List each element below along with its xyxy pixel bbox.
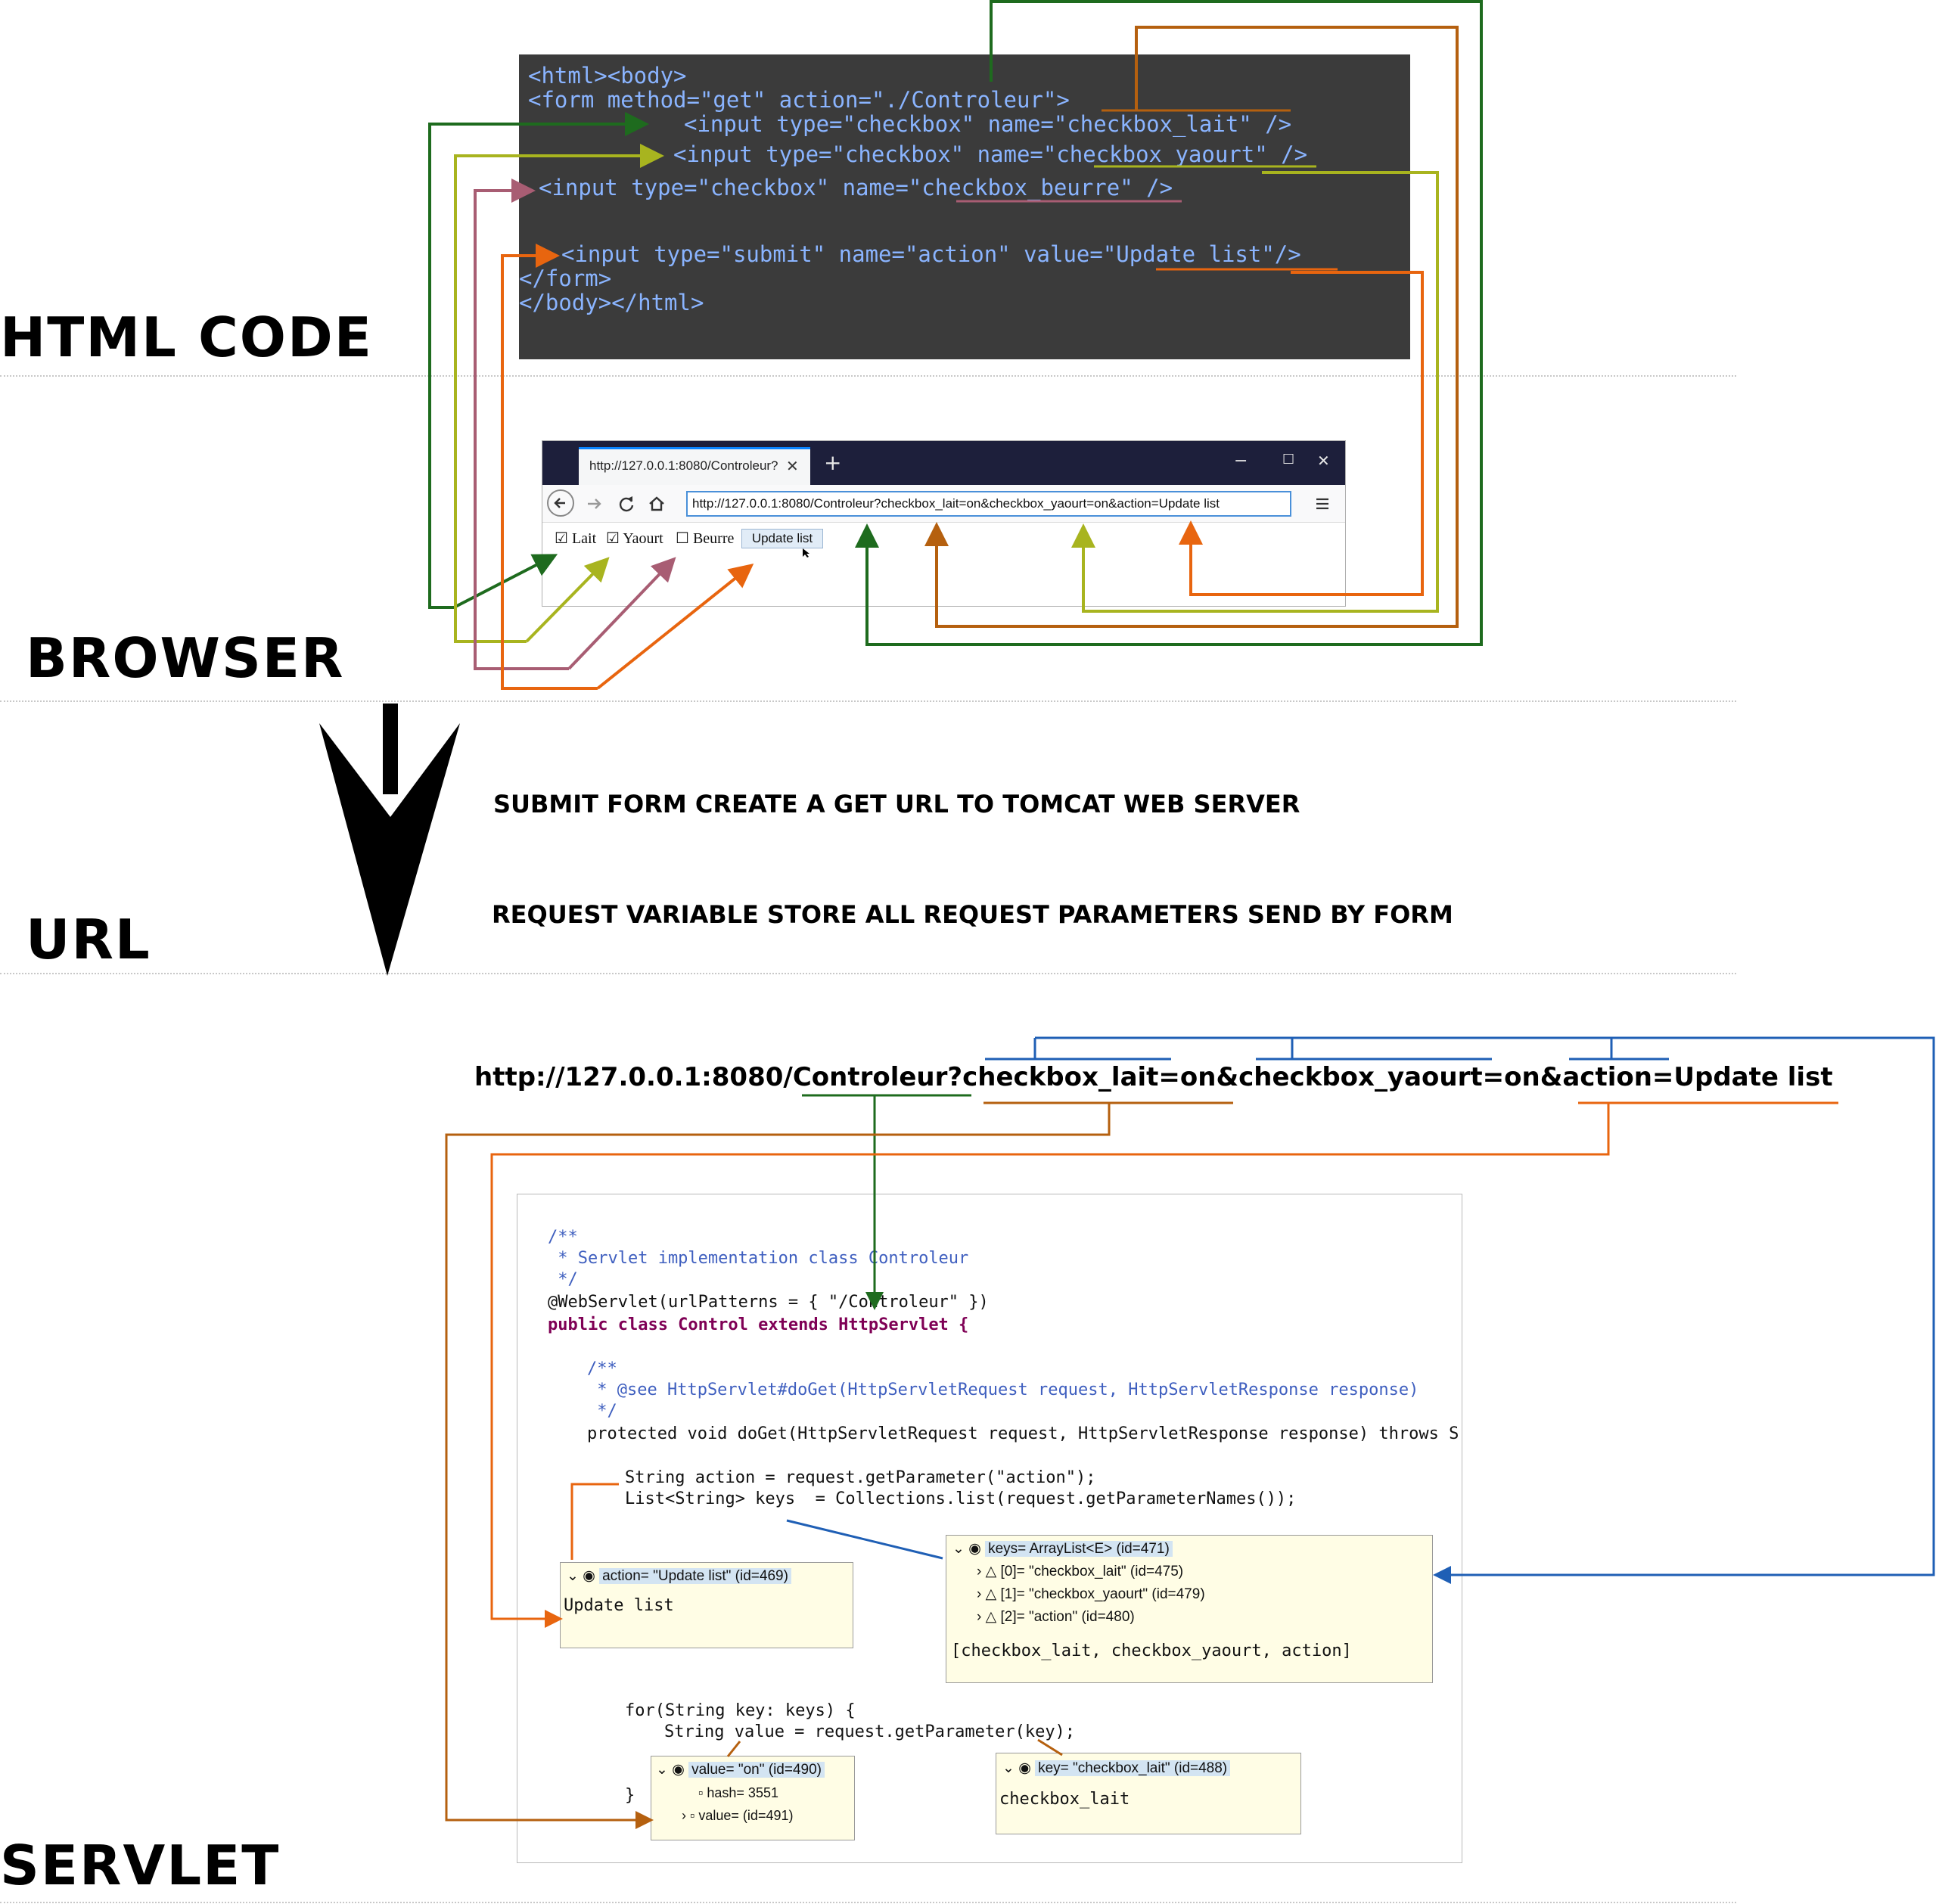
browser-titlebar: http://127.0.0.1:8080/Controleur? ✕ + − …: [542, 441, 1345, 485]
checkbox-yaourt-label: Yaourt: [623, 530, 663, 547]
debug-action-value: Update list: [564, 1596, 674, 1615]
code-line-1: <html><body>: [528, 63, 687, 89]
browser-toolbar: http://127.0.0.1:8080/Controleur?checkbo…: [542, 485, 1345, 523]
debug-value-head: ⌄ ◉ value= "on" (id=490): [656, 1761, 825, 1778]
section-label-html-code: HTML CODE: [0, 306, 373, 369]
divider: [0, 973, 1736, 974]
update-list-button[interactable]: Update list: [741, 529, 823, 548]
debug-keys-item: › △ [1]= "checkbox_yaourt" (id=479): [977, 1586, 1205, 1602]
servlet-line-13: String value = request.getParameter(key)…: [664, 1722, 1076, 1741]
code-line-2: <form method="get" action="./Controleur"…: [528, 87, 1070, 113]
servlet-line-4: @WebServlet(urlPatterns = { "/Controleur…: [548, 1293, 989, 1312]
servlet-line-1: /**: [548, 1228, 578, 1247]
browser-content: ☑ Lait ☑ Yaourt ☐ Beurre Update list: [542, 523, 1345, 606]
checkbox-lait[interactable]: ☑ Lait: [555, 530, 597, 547]
debug-key-value: checkbox_lait: [999, 1790, 1130, 1809]
url-bar-text: http://127.0.0.1:8080/Controleur?checkbo…: [692, 496, 1220, 511]
menu-icon[interactable]: [1313, 494, 1332, 514]
tab-close-icon[interactable]: ✕: [786, 457, 799, 475]
servlet-line-8: */: [587, 1402, 617, 1421]
section-label-servlet: SERVLET: [0, 1834, 281, 1897]
servlet-line-10: String action = request.getParameter("ac…: [625, 1468, 1096, 1487]
divider: [0, 1902, 1736, 1903]
back-button[interactable]: [547, 489, 574, 517]
debug-popup-value: ⌄ ◉ value= "on" (id=490) ▫ hash= 3551 › …: [651, 1756, 855, 1840]
debug-key-head: ⌄ ◉ key= "checkbox_lait" (id=488): [1002, 1760, 1231, 1777]
browser-window: http://127.0.0.1:8080/Controleur? ✕ + − …: [542, 440, 1346, 607]
flow-down-arrow: [319, 704, 460, 976]
divider: [0, 700, 1736, 702]
code-line-3: <input type="checkbox" name="checkbox_la…: [684, 111, 1292, 137]
debug-popup-key: ⌄ ◉ key= "checkbox_lait" (id=488) checkb…: [996, 1753, 1301, 1834]
servlet-line-6: /**: [587, 1359, 617, 1378]
browser-tab-title: http://127.0.0.1:8080/Controleur?: [589, 458, 778, 473]
new-tab-icon[interactable]: +: [824, 450, 842, 475]
note-request: REQUEST VARIABLE STORE ALL REQUEST PARAM…: [492, 900, 1453, 929]
debug-action-head: ⌄ ◉ action= "Update list" (id=469): [567, 1567, 791, 1585]
checkbox-yaourt[interactable]: ☑ Yaourt: [606, 530, 663, 547]
servlet-code-panel: /** * Servlet implementation class Contr…: [517, 1194, 1462, 1863]
url-line: http://127.0.0.1:8080/Controleur?checkbo…: [474, 1062, 1833, 1092]
url-bar[interactable]: http://127.0.0.1:8080/Controleur?checkbo…: [686, 491, 1291, 517]
note-submit: SUBMIT FORM CREATE A GET URL TO TOMCAT W…: [493, 790, 1300, 818]
servlet-line-5: public class Control extends HttpServlet…: [548, 1315, 969, 1334]
debug-keys-value: [checkbox_lait, checkbox_yaourt, action]: [951, 1642, 1352, 1660]
cursor-icon: [803, 548, 809, 558]
servlet-line-11: List<String> keys = Collections.list(req…: [625, 1489, 1297, 1508]
servlet-line-7: * @see HttpServlet#doGet(HttpServletRequ…: [587, 1381, 1419, 1399]
code-line-4: <input type="checkbox" name="checkbox_ya…: [673, 141, 1308, 167]
section-label-url: URL: [26, 908, 151, 971]
debug-keys-head: ⌄ ◉ keys= ArrayList<E> (id=471): [952, 1540, 1173, 1558]
html-code-panel: <html><body> <form method="get" action="…: [519, 54, 1410, 359]
debug-popup-keys: ⌄ ◉ keys= ArrayList<E> (id=471) › △ [0]=…: [946, 1535, 1433, 1683]
servlet-line-3: */: [548, 1270, 578, 1289]
browser-tab[interactable]: http://127.0.0.1:8080/Controleur? ✕: [579, 447, 810, 485]
home-icon[interactable]: [645, 492, 668, 515]
servlet-line-14: }: [625, 1786, 635, 1805]
section-label-browser: BROWSER: [26, 626, 345, 690]
minimize-icon[interactable]: −: [1234, 452, 1248, 471]
debug-value-inner: › ▫ value= (id=491): [682, 1808, 794, 1823]
code-line-8: </body></html>: [519, 290, 704, 315]
forward-arrow-icon[interactable]: [583, 492, 606, 515]
back-arrow-icon: [554, 498, 565, 508]
debug-value-hash: ▫ hash= 3551: [698, 1785, 778, 1800]
debug-popup-action: ⌄ ◉ action= "Update list" (id=469) Updat…: [560, 1562, 853, 1648]
debug-keys-item: › △ [0]= "checkbox_lait" (id=475): [977, 1564, 1184, 1579]
code-line-6: <input type="submit" name="action" value…: [561, 241, 1301, 267]
debug-keys-item: › △ [2]= "action" (id=480): [977, 1609, 1135, 1625]
maximize-icon[interactable]: ☐: [1282, 452, 1295, 467]
servlet-line-9: protected void doGet(HttpServletRequest …: [587, 1424, 1459, 1443]
close-window-icon[interactable]: ✕: [1317, 452, 1330, 470]
servlet-line-2: * Servlet implementation class Controleu…: [548, 1249, 969, 1268]
checkbox-beurre-label: Beurre: [692, 530, 735, 547]
code-line-5: <input type="checkbox" name="checkbox_be…: [539, 175, 1173, 200]
reload-icon[interactable]: [615, 492, 638, 515]
code-line-7: </form>: [519, 266, 612, 291]
checkbox-beurre[interactable]: ☐ Beurre: [676, 530, 735, 547]
divider: [0, 375, 1736, 377]
checkbox-lait-label: Lait: [571, 530, 597, 547]
servlet-line-12: for(String key: keys) {: [625, 1701, 856, 1720]
